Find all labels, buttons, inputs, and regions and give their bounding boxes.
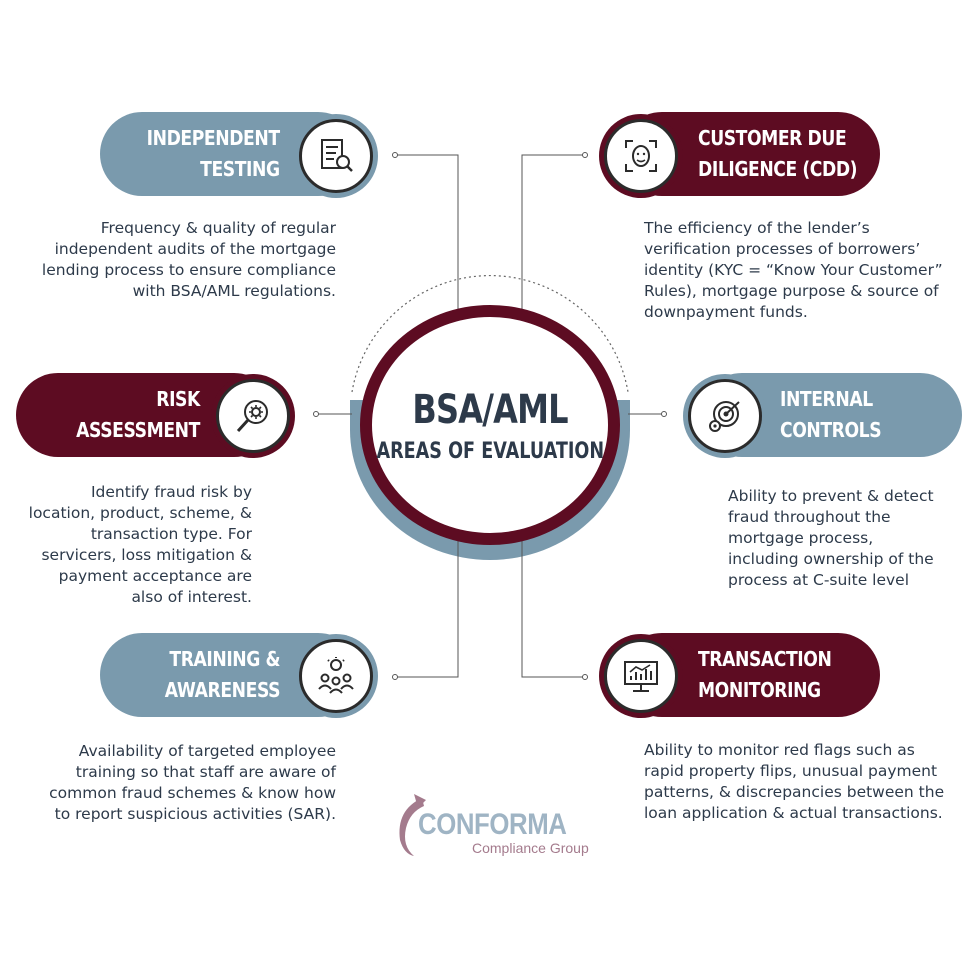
card-title: INTERNAL CONTROLS <box>780 387 882 442</box>
monitor-chart-icon <box>604 639 678 713</box>
card-title: RISK ASSESSMENT <box>76 387 200 442</box>
checklist-magnifier-icon <box>299 119 373 193</box>
card-title: INDEPENDENT TESTING <box>146 126 280 181</box>
card-title: TRANSACTION MONITORING <box>698 647 832 702</box>
description-customer-due-diligence: The efficiency of the lender’s verificat… <box>644 219 943 321</box>
center-circle: BSA/AML AREAS OF EVALUATION <box>360 305 620 545</box>
card-title: CUSTOMER DUE DILIGENCE (CDD) <box>698 126 858 181</box>
logo-subtitle: Compliance Group <box>472 840 589 856</box>
team-idea-icon <box>299 639 373 713</box>
card-title: TRAINING & AWARENESS <box>164 647 281 702</box>
description-independent-testing: Frequency & quality of regular independe… <box>41 219 336 300</box>
logo-swoosh-icon <box>399 794 426 856</box>
conforma-logo: CONFORMA Compliance Group <box>392 790 592 860</box>
description-risk-assessment: Identify fraud risk by location, product… <box>28 483 252 606</box>
gear-magnifier-icon <box>216 379 290 453</box>
logo-name: CONFORMA <box>418 808 567 841</box>
description-transaction-monitoring: Ability to monitor red flags such as rap… <box>644 741 945 822</box>
target-gear-icon <box>688 379 762 453</box>
description-internal-controls: Ability to prevent & detect fraud throug… <box>728 487 934 589</box>
face-scan-icon <box>604 119 678 193</box>
center-subtitle: AREAS OF EVALUATION <box>376 438 604 464</box>
center-title: BSA/AML <box>412 386 568 433</box>
description-training-awareness: Availability of targeted employee traini… <box>49 742 336 823</box>
